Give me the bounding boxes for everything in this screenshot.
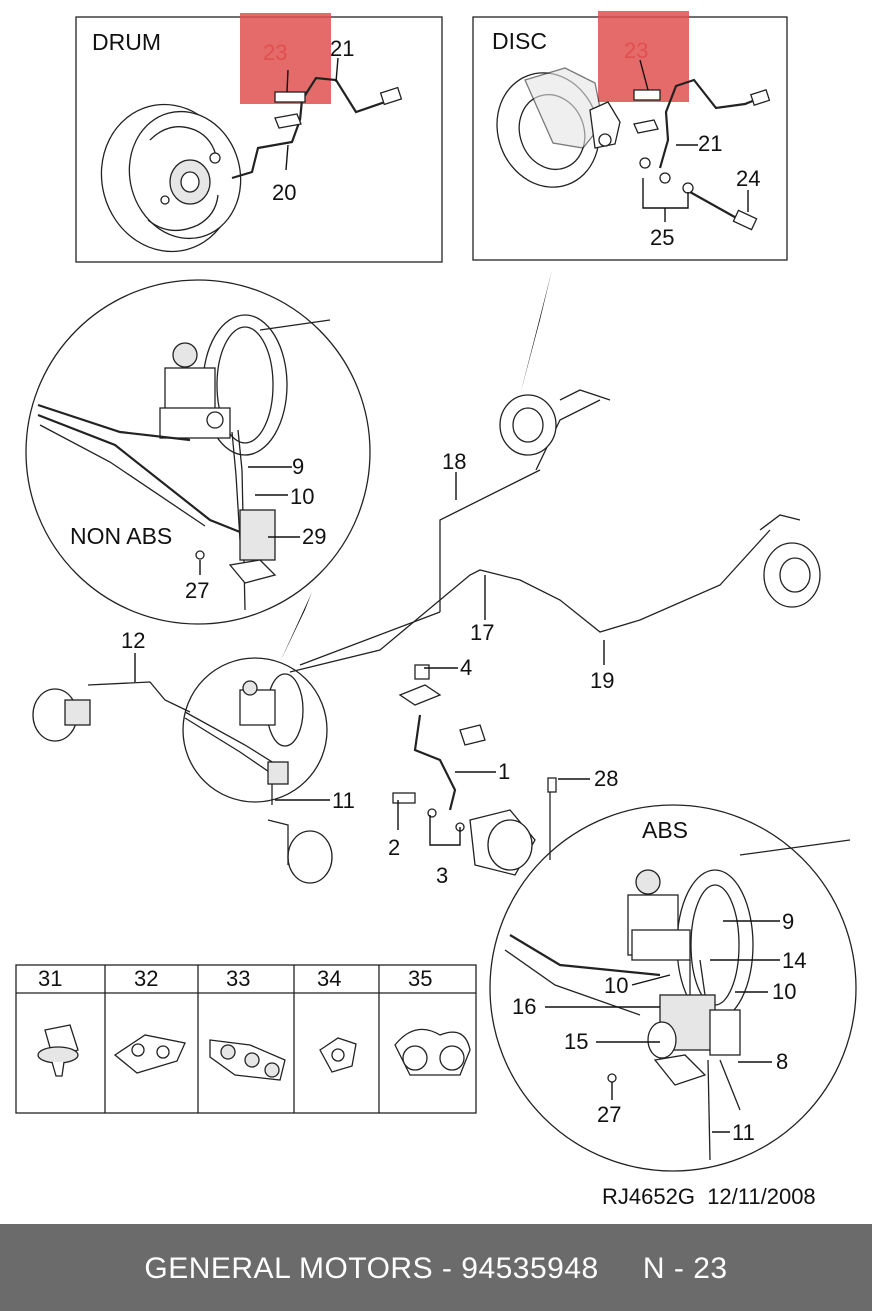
left-rear-wheel-icon <box>499 389 611 456</box>
main-label-28: 28 <box>594 766 618 791</box>
left-front-brake-icon <box>32 688 91 742</box>
main-label-19: 19 <box>590 668 614 693</box>
drum-inset-title: DRUM <box>92 29 161 55</box>
clip-header-34: 34 <box>317 966 341 991</box>
reference-code: RJ4652G 12/11/2008 <box>602 1184 816 1210</box>
non-abs-label-27: 27 <box>185 578 209 603</box>
clip-table: 31 32 33 34 35 <box>15 964 477 1114</box>
main-label-17: 17 <box>470 620 494 645</box>
abs-detail: ABS 9 14 10 10 <box>489 804 857 1172</box>
main-master-cylinder-icon <box>239 673 304 747</box>
clip-33-icon <box>209 1039 286 1081</box>
clip-32-icon <box>113 1034 186 1074</box>
clip-35-icon <box>394 1028 471 1076</box>
abs-label-14: 14 <box>782 948 806 973</box>
disc-pointer <box>520 270 552 395</box>
abs-detail-circle <box>489 804 857 1172</box>
disc-highlight-box <box>598 11 689 102</box>
main-label-18: 18 <box>442 449 466 474</box>
disc-brake-assembly-icon <box>496 67 621 188</box>
disc-label-21: 21 <box>698 131 722 156</box>
clip-header-32: 32 <box>134 966 158 991</box>
right-front-brake-icon <box>267 819 333 884</box>
master-cylinder-icon <box>159 314 288 456</box>
reference-date: 12/11/2008 <box>707 1184 816 1209</box>
disc-label-25: 25 <box>650 225 674 250</box>
main-label-3: 3 <box>436 863 448 888</box>
non-abs-label-9: 9 <box>292 454 304 479</box>
clip-header-31: 31 <box>38 966 62 991</box>
drum-label-23: 23 <box>263 40 287 65</box>
clip-34-icon <box>319 1037 357 1073</box>
non-abs-pointer <box>280 592 312 662</box>
non-abs-label-10: 10 <box>290 484 314 509</box>
abs-label-8: 8 <box>776 1049 788 1074</box>
abs-label-9: 9 <box>782 909 794 934</box>
drum-brake-assembly-icon <box>100 103 242 253</box>
proportioning-valve-icon <box>239 509 276 561</box>
abs-label-27: 27 <box>597 1102 621 1127</box>
abs-label-15: 15 <box>564 1029 588 1054</box>
disc-clip-23-icon <box>633 89 661 101</box>
footer-text: GENERAL MOTORS - 94535948 N - 23 <box>144 1252 728 1285</box>
main-label-1: 1 <box>498 759 510 784</box>
main-label-4: 4 <box>460 655 472 680</box>
main-assembly: 18 17 19 12 4 1 28 11 2 3 <box>32 270 821 888</box>
non-abs-detail-circle <box>25 279 371 625</box>
disc-inset: DISC 23 21 24 25 <box>472 11 788 261</box>
clip-table-frame <box>15 964 477 1114</box>
right-rear-wheel-icon <box>759 514 821 608</box>
disc-label-24: 24 <box>736 166 760 191</box>
drum-clip-23-icon <box>274 91 306 103</box>
abs-label-16: 16 <box>512 994 536 1019</box>
non-abs-title: NON ABS <box>70 523 172 549</box>
main-label-11: 11 <box>332 788 355 813</box>
main-label-2: 2 <box>388 835 400 860</box>
abs-label-10-left: 10 <box>604 973 628 998</box>
abs-modulator-icon <box>647 994 741 1086</box>
footer-bar <box>0 1224 872 1311</box>
reference-id: RJ4652G <box>602 1184 695 1209</box>
clip-31-icon <box>37 1024 79 1077</box>
clip-header-33: 33 <box>226 966 250 991</box>
main-booster-circle <box>182 657 328 803</box>
clip-header-35: 35 <box>408 966 432 991</box>
disc-inset-title: DISC <box>492 28 547 54</box>
abs-title: ABS <box>642 817 688 843</box>
abs-booster-icon <box>627 869 754 1021</box>
abs-label-10-right: 10 <box>772 979 796 1004</box>
drum-inset: DRUM 23 21 20 <box>75 13 443 263</box>
drum-label-21: 21 <box>330 36 354 61</box>
drum-label-20: 20 <box>272 180 296 205</box>
disc-label-23: 23 <box>624 38 648 63</box>
main-label-12: 12 <box>121 628 145 653</box>
front-hose-assembly-icon <box>392 664 536 876</box>
abs-label-11: 11 <box>732 1120 755 1145</box>
drum-highlight-box <box>240 13 331 104</box>
non-abs-detail: 9 10 29 27 NON ABS <box>25 279 371 625</box>
non-abs-label-29: 29 <box>302 524 326 549</box>
